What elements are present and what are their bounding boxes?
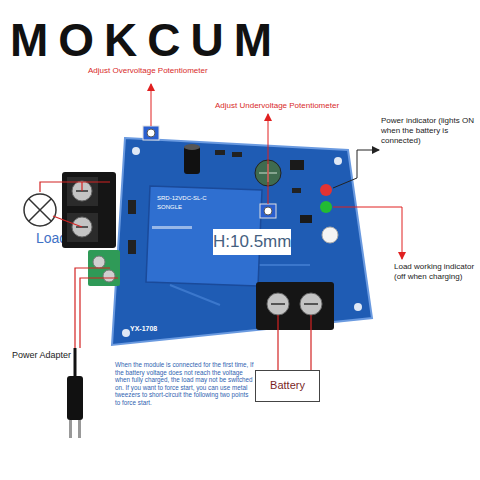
node-text: Battery bbox=[256, 379, 319, 391]
wire-connector bbox=[40, 182, 110, 192]
plug-outline bbox=[12, 348, 92, 445]
part-marking: SRD-12VDC-SL-C bbox=[157, 195, 207, 201]
callout-text: Adjust Undervoltage Potentiometer bbox=[215, 101, 339, 110]
node-text: YX-1708 bbox=[130, 325, 157, 332]
wire-connector bbox=[277, 347, 278, 370]
wire-connector bbox=[75, 268, 110, 348]
note-text: When the module is connected for the fir… bbox=[115, 361, 255, 407]
load-terminal-block bbox=[62, 172, 116, 248]
dimension-label: H:10.5mm bbox=[213, 229, 291, 255]
brand-title: MOKCUM bbox=[10, 13, 282, 67]
part-marking: SONGLE bbox=[157, 204, 182, 210]
node-text: Load bbox=[36, 230, 67, 246]
callout-text: Load working indicator (off when chargin… bbox=[394, 262, 480, 282]
callout-text: Adjust Overvoltage Potentiometer bbox=[88, 66, 208, 75]
power-adapter: Power Adapter bbox=[12, 348, 92, 445]
callout-text: Power indicator (lights ON when the batt… bbox=[381, 116, 475, 146]
load-lamp: Load bbox=[16, 192, 60, 250]
node-text: Power Adapter bbox=[12, 350, 71, 360]
battery-box: Battery bbox=[255, 370, 320, 402]
